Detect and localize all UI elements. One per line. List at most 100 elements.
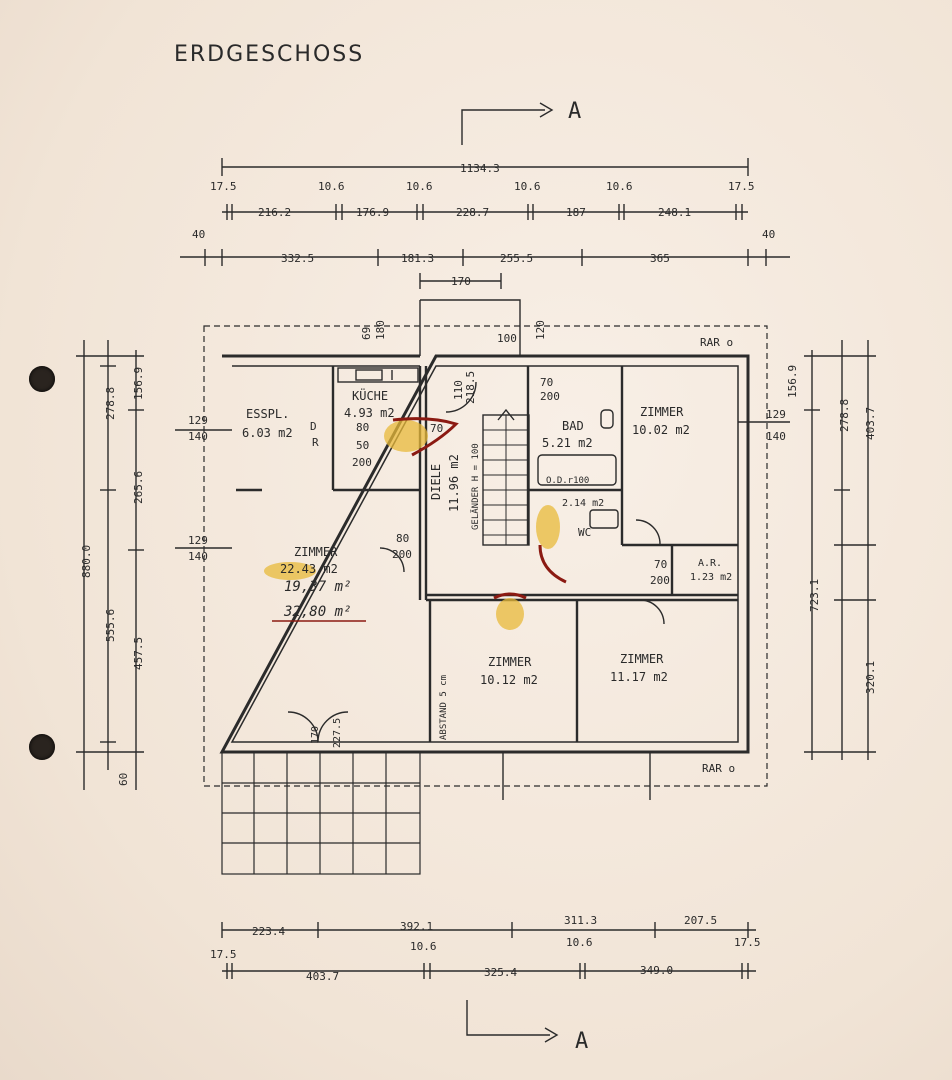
room-area: 11.96 m2 xyxy=(447,454,461,512)
outer-walls xyxy=(219,354,750,754)
room-mark: D xyxy=(310,420,317,433)
dim-label: 140 xyxy=(188,550,208,563)
dim-label: 311.3 xyxy=(564,914,597,927)
door-dim: 80 xyxy=(396,532,409,545)
room-area: 10.02 m2 xyxy=(632,423,690,437)
door-dim: 70 xyxy=(540,376,553,389)
dim-label: 332.5 xyxy=(281,252,314,265)
door-swing xyxy=(639,599,665,625)
handwritten-area: 32,80 m² xyxy=(283,604,351,620)
dim-label: 181.3 xyxy=(401,252,434,265)
door-dim: 200 xyxy=(650,574,670,587)
dim-label: 129 xyxy=(188,414,208,427)
room-name: WC xyxy=(578,526,591,539)
binder-hole xyxy=(29,366,55,392)
dim-label: 10.6 xyxy=(566,936,593,949)
dim-label: 129 xyxy=(188,534,208,547)
room-name: ZIMMER xyxy=(488,655,532,669)
dim-label: 187 xyxy=(566,206,586,219)
dim-label: 228.7 xyxy=(456,206,489,219)
dim-label: 69 xyxy=(360,327,373,340)
room-area: 4.93 m2 xyxy=(344,406,395,420)
dim-label: 403.7 xyxy=(306,970,339,983)
dim-label: 349.0 xyxy=(640,964,673,977)
dim-label: 255.5 xyxy=(500,252,533,265)
roof-outline xyxy=(203,325,768,787)
dim-label: 140 xyxy=(188,430,208,443)
entry-canopy xyxy=(420,299,521,356)
door-dim: 70 xyxy=(654,558,667,571)
section-arrow-bottom xyxy=(544,1027,559,1043)
rar-label: RAR o xyxy=(702,762,735,775)
dim-label: 100 xyxy=(497,332,517,345)
dim-label: 110 xyxy=(452,380,465,400)
dim-label: 218.5 xyxy=(464,371,477,404)
dim-label: 723.1 xyxy=(808,579,821,612)
room-area: 6.03 m2 xyxy=(242,426,293,440)
door-dim: 227.5 xyxy=(332,718,343,748)
interior-walls xyxy=(236,366,738,742)
dim-label: 10.6 xyxy=(406,180,433,193)
stair-arrow xyxy=(497,408,515,421)
section-line-bottom xyxy=(466,1000,550,1036)
door-swing xyxy=(635,519,661,545)
dim-label: 248.1 xyxy=(658,206,691,219)
bathtub xyxy=(537,454,617,486)
dim-label: 278.8 xyxy=(104,387,117,420)
door-dim: 170 xyxy=(310,726,321,744)
dim-label: 120 xyxy=(534,320,547,340)
dim-label: 140 xyxy=(766,430,786,443)
dim-label: 265.6 xyxy=(132,471,145,504)
room-area: 5.21 m2 xyxy=(542,436,593,450)
room-name: KÜCHE xyxy=(352,387,388,403)
section-label-bottom: A xyxy=(575,1029,588,1054)
red-ink-marks xyxy=(272,417,567,622)
terrace-grid xyxy=(221,751,421,875)
dim-label: 880.0 xyxy=(80,545,93,578)
door-swing xyxy=(379,547,405,573)
dim-label: 17.5 xyxy=(734,936,761,949)
dim-label: 457.5 xyxy=(132,637,145,670)
room-area: 2.14 m2 xyxy=(562,498,604,509)
room-area: 10.12 m2 xyxy=(480,673,538,687)
dim-label: 10.6 xyxy=(410,940,437,953)
dim-label: 129 xyxy=(766,408,786,421)
terrace-door-swing xyxy=(287,711,349,743)
dim-label: 17.5 xyxy=(210,180,237,193)
room-area: 11.17 m2 xyxy=(610,670,668,684)
room-name: BAD xyxy=(562,419,584,433)
dim-label: 10.6 xyxy=(606,180,633,193)
door-dim: 200 xyxy=(540,390,560,403)
spacing-note: ABSTAND 5 cm xyxy=(439,675,449,740)
rar-label: RAR o xyxy=(700,336,733,349)
room-name: A.R. xyxy=(698,558,722,569)
dim-label: 60 xyxy=(117,773,130,786)
railing-note: GELÄNDER H = 100 xyxy=(470,443,481,530)
dim-label: 17.5 xyxy=(210,948,237,961)
section-arrow-top xyxy=(539,102,554,118)
room-area: 22.43 m2 xyxy=(280,562,338,576)
toilet xyxy=(600,409,614,429)
dim-label: 10.6 xyxy=(318,180,345,193)
page-title: ERDGESCHOSS xyxy=(174,42,365,67)
door-dim: 200 xyxy=(392,548,412,561)
wc-basin xyxy=(589,509,619,529)
room-name: ZIMMER xyxy=(640,405,684,419)
dim-label: 180 xyxy=(374,320,387,340)
dim-label: 392.1 xyxy=(400,920,433,933)
dim-label: 207.5 xyxy=(684,914,717,927)
room-name: ZIMMER xyxy=(620,652,664,666)
section-line-top xyxy=(461,109,545,145)
room-area: 1.23 m2 xyxy=(690,572,732,583)
dim-label: 278.8 xyxy=(838,399,851,432)
handwritten-area: 19,37 m² xyxy=(284,579,351,595)
dim-label: 40 xyxy=(192,228,205,241)
room-name: ZIMMER xyxy=(294,545,338,559)
dim-label: 403.7 xyxy=(864,407,877,440)
door-swing xyxy=(445,381,477,413)
door-dim: 70 xyxy=(430,422,443,435)
tub-label: O.D.r100 xyxy=(546,476,589,486)
dim-label: 320.1 xyxy=(864,661,877,694)
